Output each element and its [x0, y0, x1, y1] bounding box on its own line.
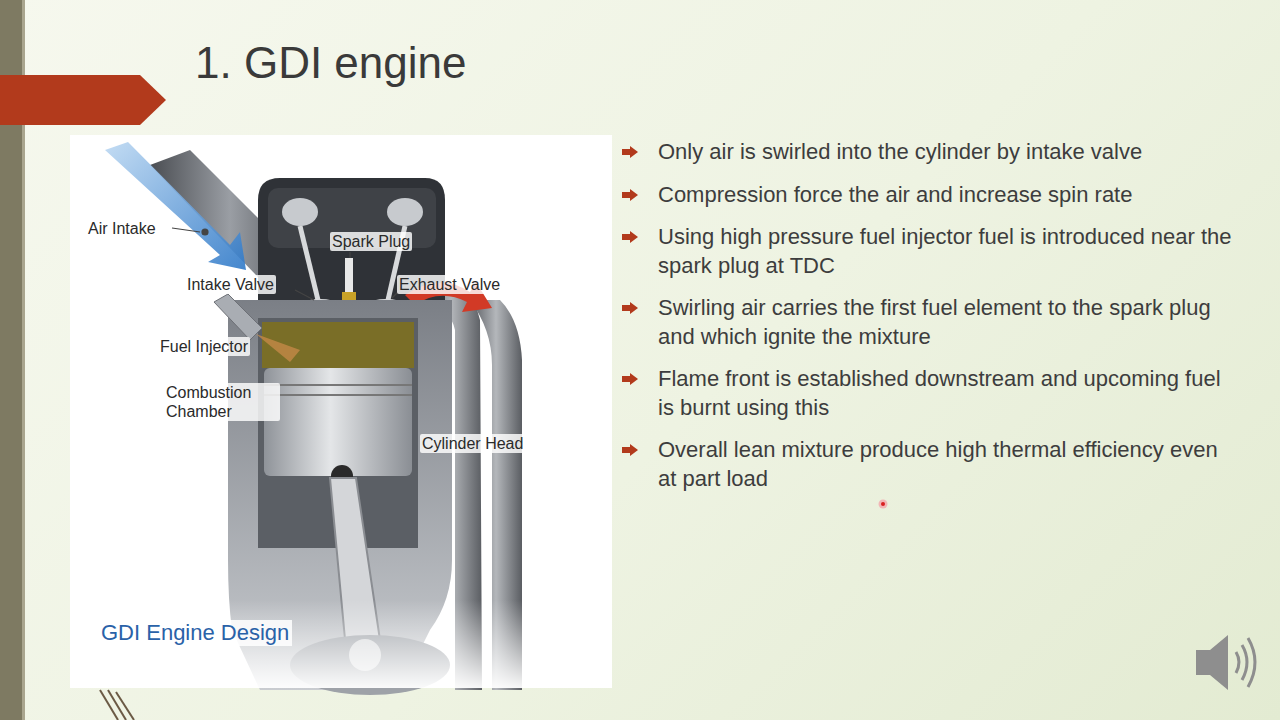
- bullet-arrow: [622, 146, 638, 158]
- bullet-arrow-shape: [622, 189, 638, 201]
- bullet-arrow: [622, 189, 638, 201]
- cursor-dot-core: [881, 502, 885, 506]
- bullet-list: Only air is swirled into the cylinder by…: [622, 138, 1232, 507]
- part-label: Exhaust Valve: [397, 275, 502, 294]
- bullet-arrow-shape: [622, 373, 638, 385]
- bullet-item: Overall lean mixture produce high therma…: [622, 436, 1232, 493]
- part-label: Cylinder Head: [420, 434, 525, 453]
- bullet-arrow-shape: [622, 302, 638, 314]
- title-banner: [0, 75, 166, 125]
- bullet-text: Flame front is established downstream an…: [658, 365, 1232, 422]
- bullet-text: Overall lean mixture produce high therma…: [658, 436, 1232, 493]
- bullet-arrow: [622, 231, 638, 243]
- bullet-text: Swirling air carries the first fuel elem…: [658, 294, 1232, 351]
- bullet-item: Using high pressure fuel injector fuel i…: [622, 223, 1232, 280]
- bullet-arrow-shape: [622, 444, 638, 456]
- part-label: Fuel Injector: [158, 337, 250, 356]
- bullet-text: Only air is swirled into the cylinder by…: [658, 138, 1232, 167]
- bullet-arrow-shape: [622, 231, 638, 243]
- bullet-item: Only air is swirled into the cylinder by…: [622, 138, 1232, 167]
- corner-lines: [100, 690, 134, 720]
- cursor-dot: [879, 500, 888, 509]
- bullet-item: Flame front is established downstream an…: [622, 365, 1232, 422]
- bullet-text: Compression force the air and increase s…: [658, 181, 1232, 210]
- picture-frame: [70, 135, 612, 688]
- slide-title: 1. GDI engine: [195, 38, 467, 88]
- bullet-arrow-shape: [622, 146, 638, 158]
- part-label: Intake Valve: [185, 275, 276, 294]
- bullet-arrow: [622, 302, 638, 314]
- part-label: Spark Plug: [330, 232, 412, 251]
- bullet-item: Swirling air carries the first fuel elem…: [622, 294, 1232, 351]
- bullet-arrow: [622, 444, 638, 456]
- part-label: Air Intake: [86, 219, 158, 238]
- figure-caption-label: GDI Engine Design: [98, 620, 292, 646]
- bullet-arrow: [622, 373, 638, 385]
- part-label: Combustion Chamber: [164, 383, 280, 421]
- engine-illustration: [72, 142, 610, 695]
- bullet-item: Compression force the air and increase s…: [622, 181, 1232, 210]
- bullet-text: Using high pressure fuel injector fuel i…: [658, 223, 1232, 280]
- speaker-icon: [1196, 635, 1255, 690]
